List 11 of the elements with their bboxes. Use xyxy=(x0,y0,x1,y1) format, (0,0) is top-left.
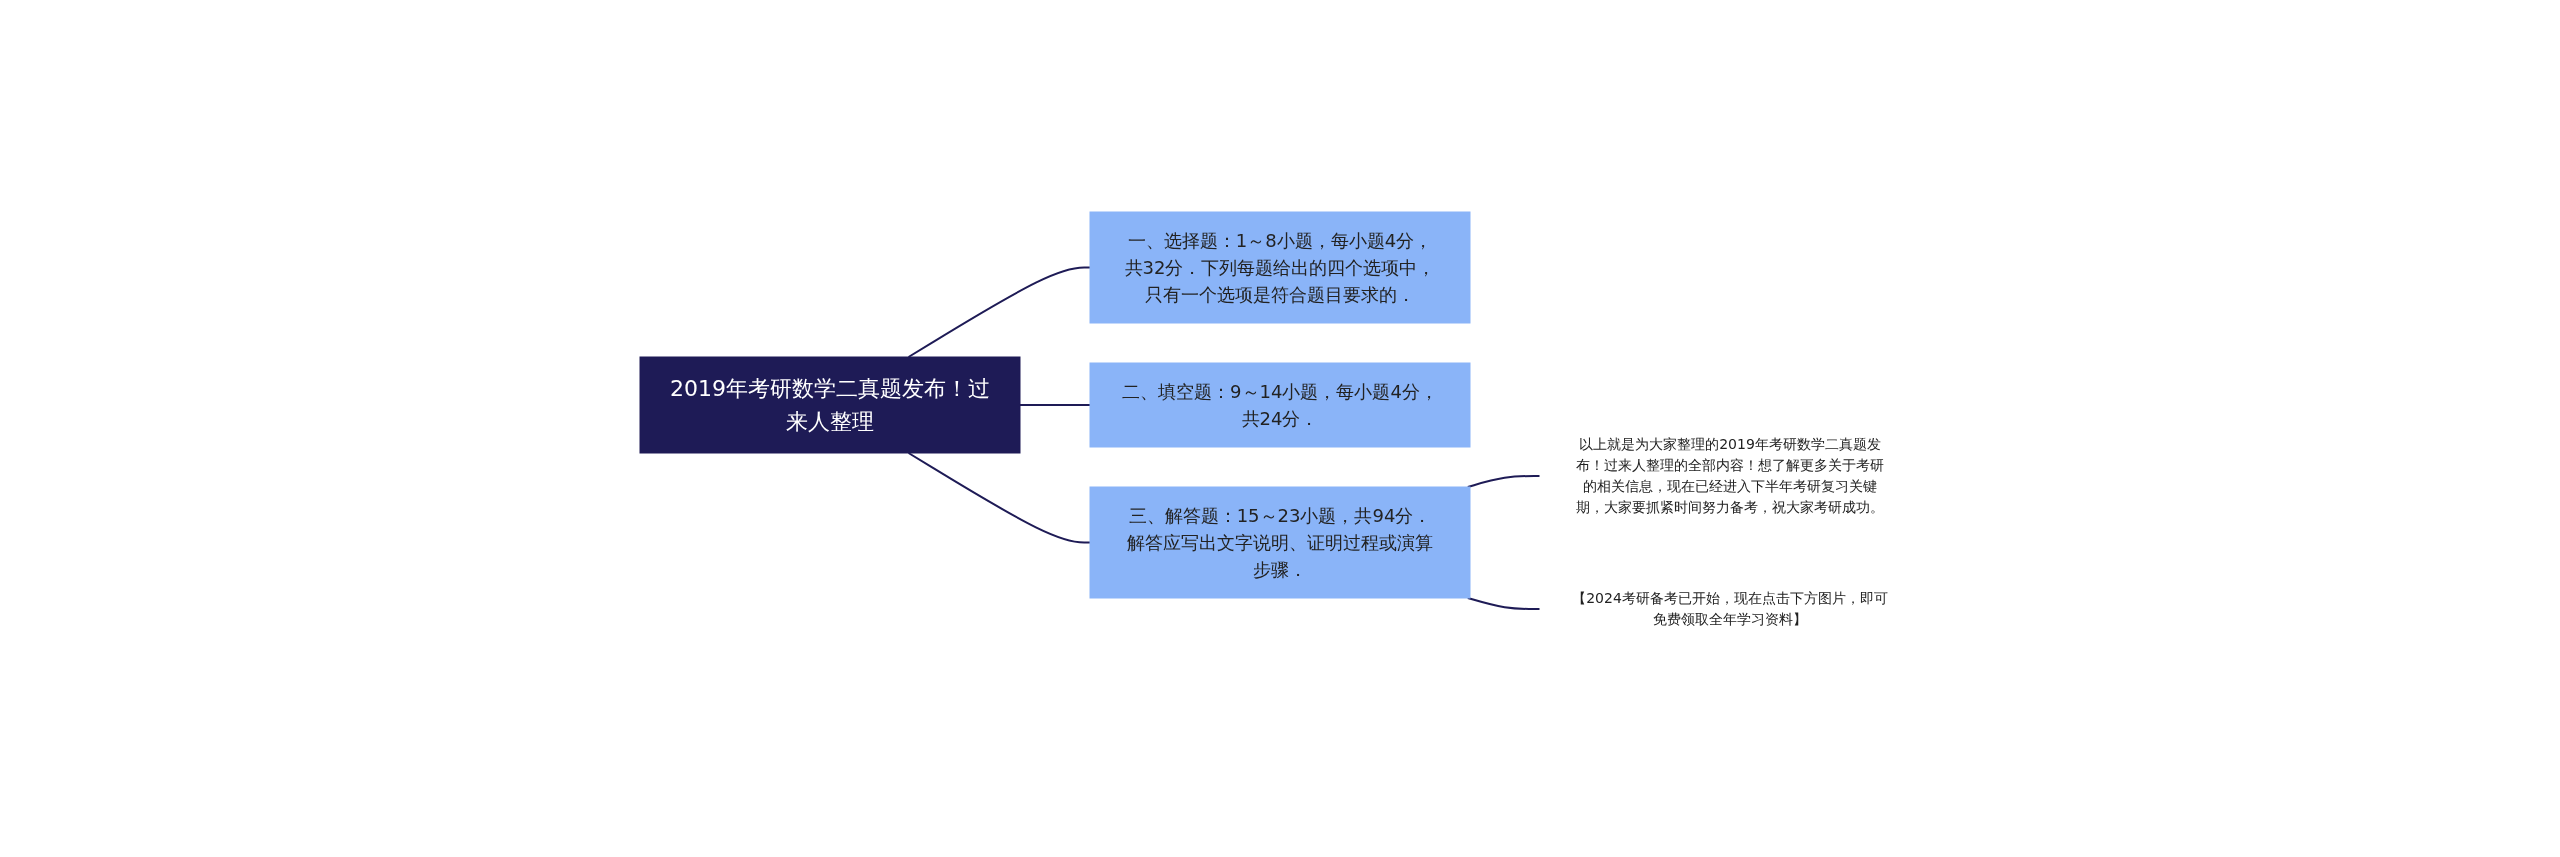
connector xyxy=(907,452,1091,544)
node-text: 以上就是为大家整理的2019年考研数学二真题发布！过来人整理的全部内容！想了解更多关于考研的相关信息，现在已经进入下半年考研复习关键期，大家要抓紧时间努力备考，祝大家考研成功。 xyxy=(1576,436,1884,515)
node-box: 2019年考研数学二真题发布！过来人整理 xyxy=(639,356,1021,454)
connector xyxy=(907,266,1091,358)
connector xyxy=(1466,597,1541,610)
connector xyxy=(1019,404,1091,406)
node-text: 【2024考研备考已开始，现在点击下方图片，即可免费领取全年学习资料】 xyxy=(1572,590,1888,627)
node-box: 三、解答题：15～23小题，共94分．解答应写出文字说明、证明过程或演算步骤． xyxy=(1089,486,1471,599)
connector xyxy=(1466,475,1541,488)
node-box: 二、填空题：9～14小题，每小题4分，共24分． xyxy=(1089,362,1471,448)
node-box: 一、选择题：1～8小题，每小题4分，共32分．下列每题给出的四个选项中，只有一个选项是符合题目要求的． xyxy=(1089,211,1471,324)
